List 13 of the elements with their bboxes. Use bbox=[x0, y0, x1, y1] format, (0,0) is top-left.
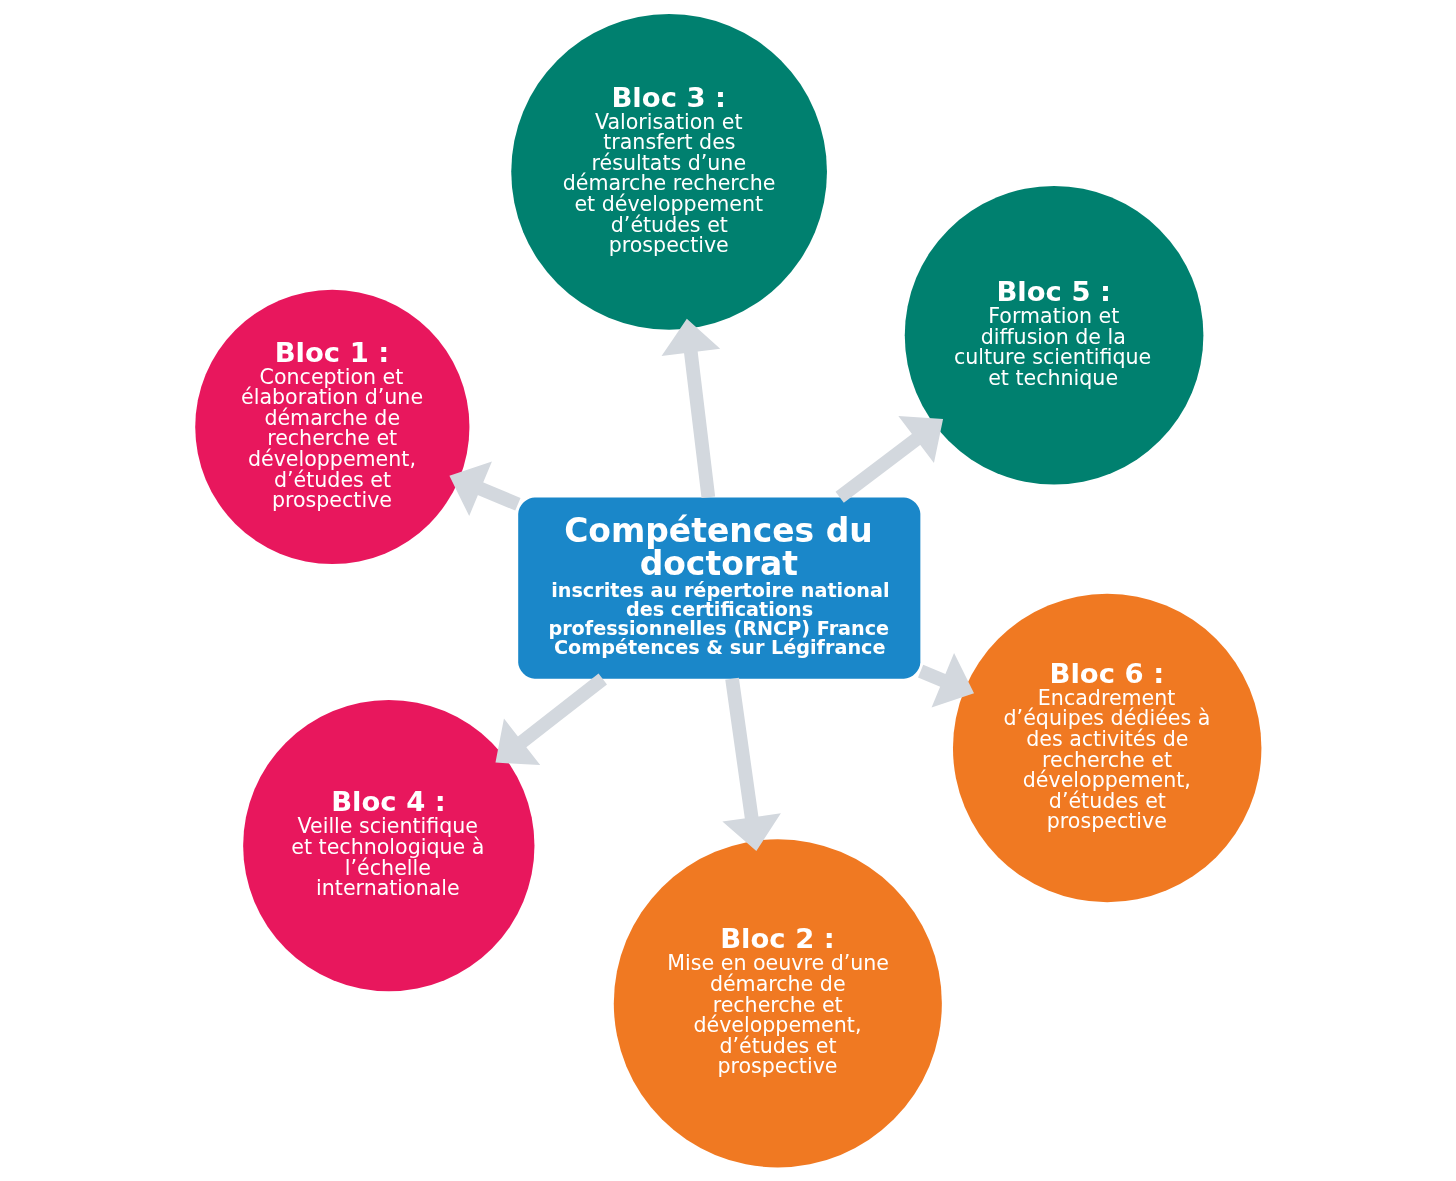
node-circle: Bloc 2 : Mise en oeuvre d’une démarche de recherche et développement, d’études et prospective bbox=[613, 839, 942, 1168]
arrow bbox=[917, 653, 974, 708]
arrow bbox=[835, 415, 943, 503]
node-box: Compétences du doctorat inscrites au répertoire national des certifications professionnelles (RNCP) France Compétences & sur Légifrance bbox=[517, 497, 920, 679]
arrow bbox=[721, 677, 781, 851]
node-circle: Bloc 3 : Valorisation et transfert des résultats d’une démarche recherche et développement d’études et prospective bbox=[510, 13, 827, 330]
node-circle: Bloc 6 : Encadrement d’équipes dédiées à des activités de recherche et développement, d’études et prospective bbox=[952, 593, 1261, 903]
arrow bbox=[448, 461, 521, 516]
arrow bbox=[494, 673, 607, 766]
node-circle: Bloc 1 : Conception et élaboration d’une démarche de recherche et développement, d’études et prospective bbox=[194, 289, 469, 565]
node-circle: Bloc 5 : Formation et diffusion de la culture scientifique et technique bbox=[904, 185, 1203, 485]
arrow bbox=[661, 318, 720, 499]
node-circle: Bloc 4 : Veille scientifique et technologique à l’échelle internationale bbox=[242, 700, 534, 992]
